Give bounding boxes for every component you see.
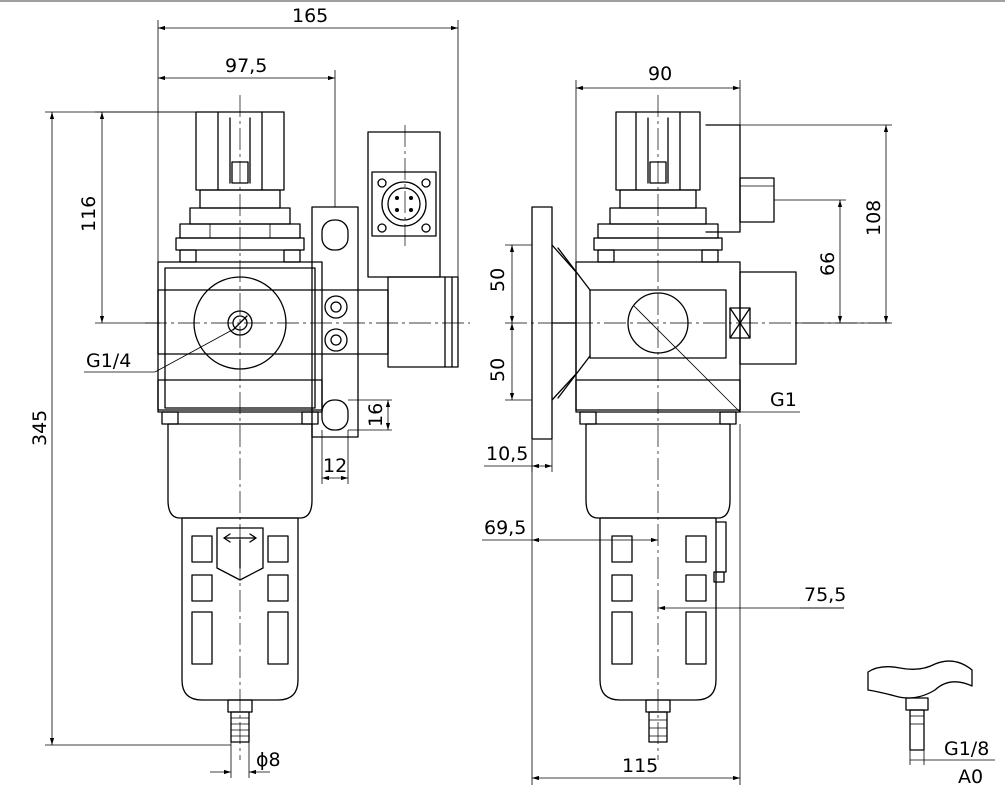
- dim-flange-thickness: 10,5: [486, 443, 528, 465]
- dim-total-height: 345: [29, 410, 51, 446]
- side-body: [575, 261, 797, 413]
- dim-outlet-diameter: ϕ8: [256, 749, 281, 771]
- dim-side-width: 90: [648, 63, 672, 85]
- side-sensor: [705, 124, 775, 233]
- mounting-bracket: [311, 206, 359, 438]
- dim-drain-thread: G1/8: [944, 738, 989, 760]
- dim-gauge-height: 66: [817, 252, 839, 276]
- side-bowl: [579, 411, 737, 743]
- dim-port-left: G1/4: [86, 350, 131, 372]
- dim-regulator-offset: 97,5: [225, 55, 267, 77]
- dim-mount-hole-height: 16: [365, 403, 387, 427]
- dim-offset-right: 75,5: [804, 584, 846, 606]
- dim-top-height: 116: [78, 196, 100, 232]
- dim-overall-width: 165: [292, 5, 328, 27]
- dim-drain-code: A0: [958, 766, 983, 788]
- dimension-labels: 165 97,5 116 345 G1/4 16 12 ϕ8 90 50 50 …: [29, 5, 989, 788]
- side-bracket: [531, 206, 591, 440]
- dim-bracket-lower: 50: [487, 358, 509, 382]
- dimension-lines: [45, 20, 995, 785]
- regulator-knob: [195, 111, 285, 209]
- side-regulator-knob: [593, 111, 723, 263]
- bonnet-nut: [175, 207, 305, 263]
- dim-bracket-upper: 50: [487, 268, 509, 292]
- dim-side-total-height: 108: [863, 200, 885, 236]
- filter-regulator-body: [157, 261, 389, 413]
- front-view: [145, 95, 470, 760]
- dim-offset-left: 69,5: [484, 517, 526, 539]
- filter-bowl: [161, 411, 319, 701]
- drain-detail: [867, 660, 973, 751]
- dim-mount-hole-width: 12: [323, 455, 347, 477]
- dim-port-main: G1: [770, 389, 797, 411]
- drain-valve: [227, 699, 253, 743]
- pressure-switch: [367, 131, 459, 368]
- dim-bottom-width: 115: [622, 755, 658, 777]
- side-view: [505, 95, 890, 760]
